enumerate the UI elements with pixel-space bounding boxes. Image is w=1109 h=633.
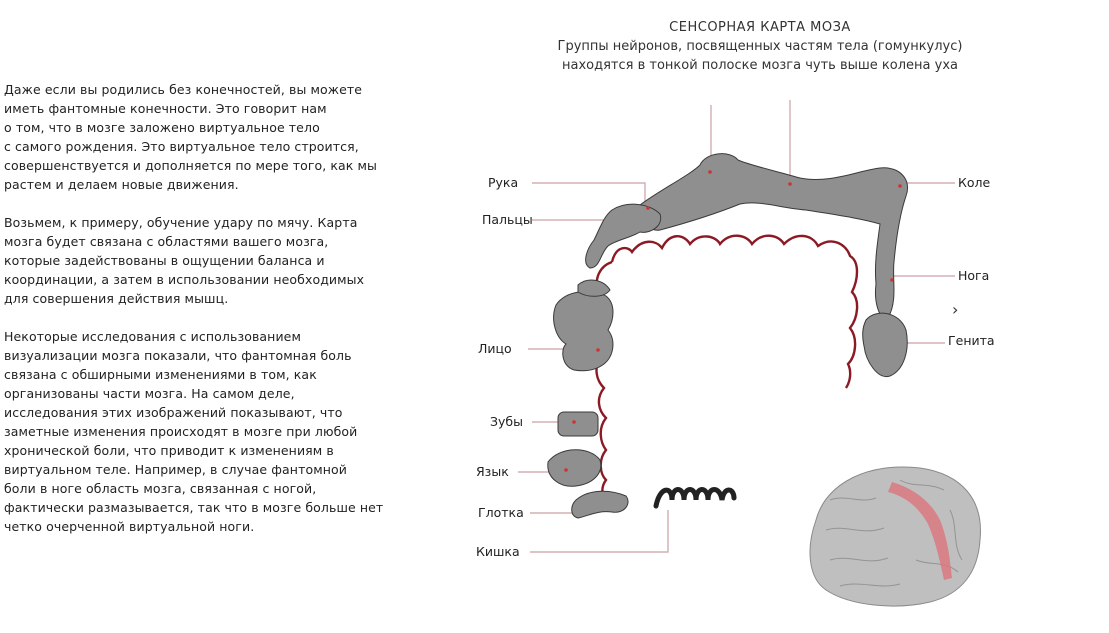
text-line: организованы части мозга. На самом деле,	[4, 386, 295, 401]
label-tongue: Язык	[476, 464, 509, 479]
label-knee: Коле	[958, 175, 991, 190]
text-line: фактически размазывается, так что в мозг…	[4, 500, 384, 515]
text-line: с самого рождения. Это виртуальное тело …	[4, 139, 359, 154]
text-line: о том, что в мозге заложено виртуальное …	[4, 120, 320, 135]
text-line: Возьмем, к примеру, обучение удару по мя…	[4, 215, 358, 230]
text-line: исследования этих изображений показывают…	[4, 405, 343, 420]
text-line: четко очерченной виртуальной ноги.	[4, 519, 255, 534]
paragraph-2: Возьмем, к примеру, обучение удару по мя…	[4, 213, 424, 308]
paragraph-3: Некоторые исследования с использованием …	[4, 327, 424, 536]
homunculus-face	[553, 290, 614, 372]
text-line: хронической боли, что приводит к изменен…	[4, 443, 334, 458]
text-line: иметь фантомные конечности. Это говорит …	[4, 101, 327, 116]
label-genitals: Генита	[948, 333, 995, 348]
homunculus-body	[639, 153, 908, 319]
homunculus-teeth	[557, 411, 599, 437]
label-fingers: Пальцы	[482, 212, 533, 227]
leader-line-hand	[532, 182, 646, 205]
article-text: Даже если вы родились без конечностей, в…	[4, 80, 424, 555]
diagram-title-block: СЕНСОРНАЯ КАРТА МОЗА Группы нейронов, по…	[520, 18, 1000, 75]
homunculus	[547, 153, 908, 519]
label-face: Лицо	[478, 341, 512, 356]
diagram-subtitle-line1: Группы нейронов, посвященных частям тела…	[557, 39, 963, 54]
label-pharynx: Глотка	[478, 505, 524, 520]
homunculus-genitals	[862, 312, 908, 378]
label-hand: Рука	[488, 175, 519, 190]
leader-line-intestine	[530, 510, 669, 553]
text-line: боли в ноге область мозга, связанная с н…	[4, 481, 317, 496]
text-line: заметные изменения происходят в мозге пр…	[4, 424, 358, 439]
text-line: связана с обширными изменениями в том, к…	[4, 367, 317, 382]
text-line: для совершения действия мышц.	[4, 291, 229, 306]
homunculus-intestine	[653, 487, 737, 509]
homunculus-hand	[585, 203, 662, 269]
label-intestine: Кишка	[476, 544, 520, 559]
text-line: которые задействованы в ощущении баланса…	[4, 253, 325, 268]
brain-illustration	[809, 466, 981, 607]
homunculus-eye	[577, 279, 611, 297]
sensor-dots	[564, 170, 902, 472]
homunculus-tongue	[547, 449, 602, 487]
label-leg: Нога	[958, 268, 990, 283]
text-line: мозга будет связана с областями вашего м…	[4, 234, 329, 249]
diagram-subtitle-line2: находятся в тонкой полоске мозга чуть вы…	[561, 58, 958, 73]
next-arrow-icon[interactable]: ›	[952, 300, 959, 319]
brain-sensory-strip	[888, 482, 952, 580]
text-line: совершенствуется и дополняется по мере т…	[4, 158, 378, 173]
text-line: виртуальном теле. Например, в случае фан…	[4, 462, 347, 477]
text-line: визуализации мозга показали, что фантомн…	[4, 348, 352, 363]
paragraph-1: Даже если вы родились без конечностей, в…	[4, 80, 424, 194]
label-teeth: Зубы	[490, 414, 523, 429]
text-line: Даже если вы родились без конечностей, в…	[4, 82, 363, 97]
homunculus-pharynx	[571, 490, 629, 519]
diagram-title: СЕНСОРНАЯ КАРТА МОЗА	[669, 20, 851, 35]
text-line: координации, а затем в использовании нео…	[4, 272, 365, 287]
text-line: Некоторые исследования с использованием	[4, 329, 301, 344]
cortex-line	[590, 234, 859, 505]
text-line: растем и делаем новые движения.	[4, 177, 239, 192]
